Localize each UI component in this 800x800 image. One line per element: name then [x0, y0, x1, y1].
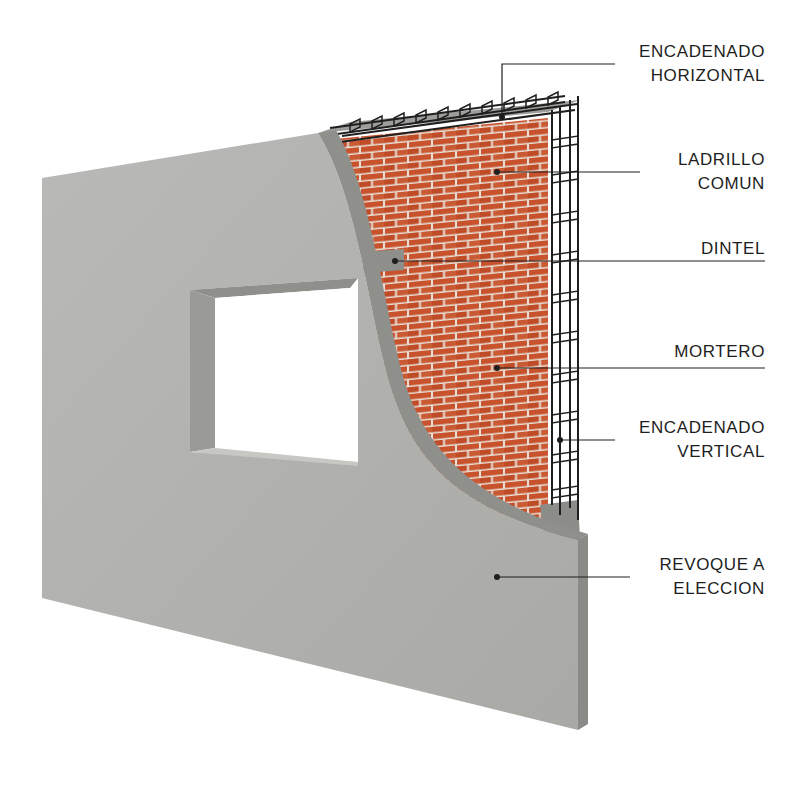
part-label: MORTERO: [674, 340, 765, 364]
part-label: ENCADENADO HORIZONTAL: [625, 40, 765, 88]
part-label: ENCADENADO VERTICAL: [625, 416, 765, 464]
part-label: DINTEL: [701, 237, 765, 261]
part-label: LADRILLO COMUN: [645, 148, 765, 196]
part-label: REVOQUE A ELECCION: [645, 553, 765, 601]
